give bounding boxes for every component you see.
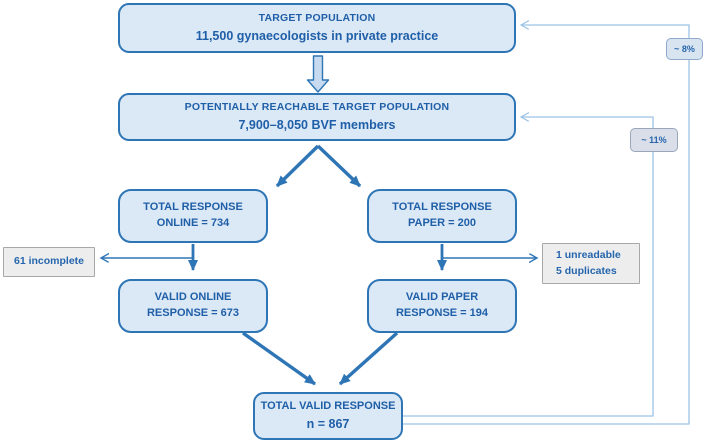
duplicates-label: 5 duplicates: [556, 264, 617, 277]
split-arrow-online: [275, 144, 320, 188]
reachable-population-value: 7,900–8,050 BVF members: [238, 117, 396, 132]
target-rate-label: ~ 8%: [674, 44, 695, 54]
incomplete-box: 61 incomplete: [3, 247, 95, 277]
merge-arrow-online: [242, 331, 316, 386]
target-rate-badge: ~ 8%: [666, 38, 703, 60]
valid-paper-box: VALID PAPER RESPONSE = 194: [367, 279, 517, 333]
valid-paper-title: VALID PAPER: [405, 291, 479, 304]
valid-online-value: RESPONSE = 673: [146, 307, 240, 319]
reachable-population-box: POTENTIALLY REACHABLE TARGET POPULATION …: [118, 93, 516, 141]
unreadable-label: 1 unreadable: [556, 248, 621, 261]
reachable-rate-label: ~ 11%: [641, 135, 667, 145]
merge-arrow-paper: [338, 331, 399, 386]
total-response-online-box: TOTAL RESPONSE ONLINE = 734: [118, 189, 268, 243]
valid-online-box: VALID ONLINE RESPONSE = 673: [118, 279, 268, 333]
valid-paper-value: RESPONSE = 194: [395, 307, 489, 319]
total-valid-response-box: TOTAL VALID RESPONSE n = 867: [253, 392, 403, 440]
reachable-population-title: POTENTIALLY REACHABLE TARGET POPULATION: [184, 101, 450, 114]
total-response-online-title: TOTAL RESPONSE: [143, 201, 243, 214]
feedback-arrow-to-reachable: [403, 117, 654, 417]
target-population-box: TARGET POPULATION 11,500 gynaecologists …: [118, 3, 516, 53]
total-valid-title: TOTAL VALID RESPONSE: [260, 399, 396, 412]
total-response-paper-value: PAPER = 200: [408, 217, 476, 229]
valid-online-title: VALID ONLINE: [154, 291, 232, 304]
total-response-paper-box: TOTAL RESPONSE PAPER = 200: [367, 189, 517, 243]
split-arrow-paper: [316, 144, 362, 188]
incomplete-label: 61 incomplete: [13, 255, 85, 268]
excluded-paper-box: 1 unreadable 5 duplicates: [542, 243, 640, 284]
target-population-value: 11,500 gynaecologists in private practic…: [195, 28, 439, 43]
feedback-arrow-to-target: [403, 25, 690, 425]
reachable-rate-badge: ~ 11%: [630, 128, 678, 152]
total-valid-value: n = 867: [306, 416, 350, 431]
target-population-title: TARGET POPULATION: [258, 12, 376, 25]
block-arrow-down: [306, 55, 330, 93]
total-response-online-value: ONLINE = 734: [156, 217, 230, 229]
total-response-paper-title: TOTAL RESPONSE: [392, 201, 492, 214]
